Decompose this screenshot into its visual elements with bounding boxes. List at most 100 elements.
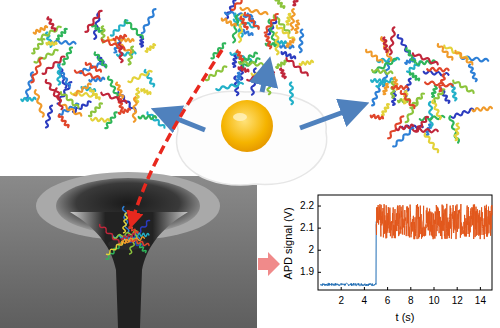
tick-label: 1.9 (300, 267, 314, 277)
protein-ribbon (89, 78, 104, 82)
protein-ribbon (265, 34, 271, 48)
protein-ribbon (34, 26, 47, 34)
protein-ribbon (432, 100, 441, 119)
protein-ribbon (59, 115, 69, 127)
protein-ribbon (275, 33, 278, 55)
sem-image (0, 172, 257, 328)
protein-ribbon (131, 240, 149, 246)
protein-ribbon (57, 64, 60, 85)
protein-ribbon (429, 102, 433, 127)
protein-ribbon (280, 68, 286, 78)
protein-ribbon (236, 51, 242, 61)
protein-ribbon (299, 30, 303, 53)
protein-ribbon (85, 11, 101, 32)
protein-ribbon (232, 0, 252, 10)
protein-ribbon (32, 39, 44, 53)
protein-ribbon (286, 58, 307, 75)
protein-ribbon (35, 50, 58, 63)
protein-ribbon (233, 55, 237, 67)
protein-ribbon (119, 109, 130, 114)
protein-ribbon (46, 42, 56, 45)
protein-ribbon (247, 72, 274, 81)
protein-ribbon (397, 125, 414, 131)
axis-tick (318, 206, 321, 207)
protein-ribbon (46, 106, 52, 128)
protein-ribbon (141, 89, 150, 94)
protein-ribbon (277, 26, 295, 40)
protein-ribbon (133, 97, 137, 122)
protein-ribbon (60, 70, 70, 87)
protein-ribbon (139, 116, 157, 119)
protein-ribbon (276, 61, 286, 68)
tick-label: 4 (362, 296, 368, 306)
protein-ribbon (222, 19, 236, 26)
tick-label: 8 (408, 296, 414, 306)
protein-ribbon (382, 104, 389, 115)
protein-ribbon (300, 61, 313, 66)
protein-ribbon (282, 52, 296, 58)
protein-ribbon (128, 71, 151, 82)
protein-ribbon (129, 227, 138, 234)
protein-ribbon (47, 17, 55, 30)
protein-ribbon (74, 84, 91, 96)
protein-ribbon (240, 17, 248, 29)
protein-ribbon (295, 21, 299, 34)
protein-ribbon (438, 44, 453, 60)
tick-label: 12 (452, 296, 463, 306)
axis-tick (318, 250, 321, 251)
protein-ribbon (366, 50, 382, 63)
protein-ribbon (121, 234, 134, 240)
tick-label: 2 (308, 245, 314, 255)
protein-ribbon (125, 20, 143, 38)
axis-tick (410, 287, 411, 290)
protein-ribbon (123, 213, 127, 233)
tick-label: 2.2 (300, 201, 314, 211)
protein-ribbon (383, 38, 388, 53)
protein-ribbon (145, 70, 155, 87)
protein-ribbon (425, 82, 453, 87)
protein-ribbon (291, 9, 295, 30)
axis-tick (457, 287, 458, 290)
protein-ribbon (114, 35, 127, 40)
tick-label: 2 (338, 296, 344, 306)
axis-label: APD signal (V) (282, 207, 293, 279)
protein-ribbon (451, 85, 456, 101)
protein-ribbon (46, 80, 59, 100)
axis-tick (318, 228, 321, 229)
protein-ribbon (116, 83, 123, 98)
protein-ribbon (410, 73, 419, 81)
protein-ribbon (130, 232, 138, 254)
tick-label: 10 (428, 296, 439, 306)
protein-ribbon (237, 73, 241, 83)
protein-ribbon (432, 85, 437, 97)
protein-ribbon (119, 43, 123, 62)
signal-plot (318, 195, 492, 290)
axis-tick (480, 287, 481, 290)
protein-ribbon (451, 109, 473, 118)
protein-ribbon (371, 115, 383, 119)
axis-tick (364, 287, 365, 290)
protein-ribbon (472, 107, 492, 111)
protein-ribbon (21, 98, 35, 102)
protein-ribbon (239, 67, 249, 72)
axis-tick (434, 287, 435, 290)
protein-ribbon (89, 103, 102, 116)
protein-ribbon (290, 83, 293, 105)
protein-ribbon (413, 53, 438, 64)
protein-ribbon (413, 129, 438, 133)
trapping-trace (376, 204, 492, 239)
protein-ribbon (372, 69, 392, 73)
protein-ribbon (427, 68, 448, 71)
protein-ribbon (469, 65, 477, 82)
protein-ribbon (425, 134, 439, 153)
protein-ribbon (239, 61, 263, 65)
protein-ribbon (35, 90, 44, 117)
protein-ribbon (265, 14, 278, 33)
axis-tick (318, 272, 321, 273)
protein-ribbon (233, 15, 238, 42)
protein-ribbon (91, 118, 109, 122)
protein-ribbon (275, 0, 284, 8)
protein-ribbon (146, 44, 156, 52)
protein-ribbon (383, 84, 388, 94)
protein-ribbon (251, 69, 256, 95)
